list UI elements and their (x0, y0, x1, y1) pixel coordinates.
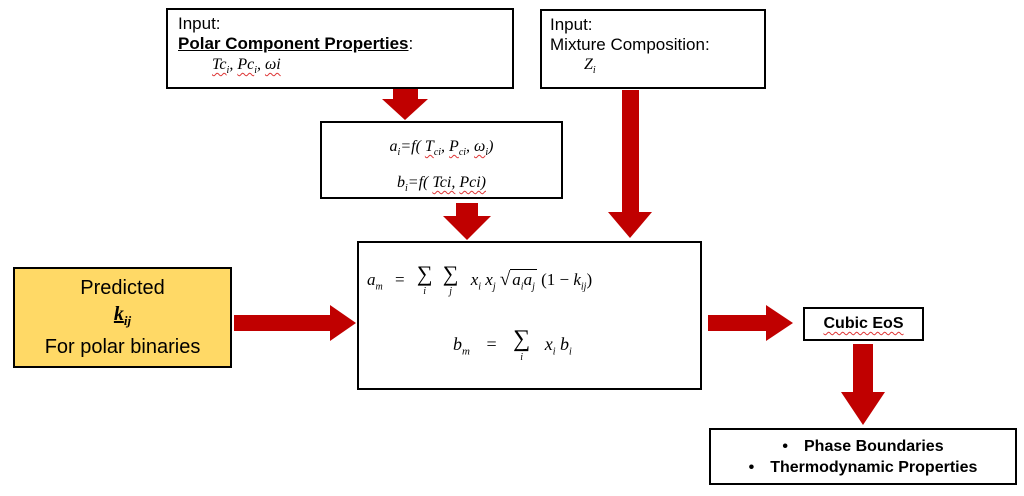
polar-binaries-label: For polar binaries (44, 336, 201, 358)
arrow-mixing-to-eos (708, 305, 793, 341)
cubic-eos-label: Cubic EoS (823, 315, 904, 332)
kij-symbol: kij (113, 303, 132, 328)
arrow-polar-to-params (382, 88, 428, 120)
params-box: ai=f( Tci, Pci, ωi) bi=f( Tci, Pci) (320, 121, 563, 199)
cubic-eos-box: Cubic EoS (803, 307, 924, 341)
a-param-equation: ai=f( Tci, Pci, ωi) (389, 138, 494, 159)
mixing-rules-box: am = ∑ i ∑ j xi xj √aiaj (1 − kij) bm = … (357, 241, 702, 390)
arrow-params-to-mixing (443, 203, 491, 240)
outputs-list: Phase Boundaries Thermodynamic Propertie… (711, 436, 1015, 478)
b-param-equation: bi=f( Tci, Pci) (397, 174, 486, 195)
input-mixture-title: Mixture Composition: (550, 35, 710, 54)
predicted-kij-box: Predicted kij For polar binaries (13, 267, 232, 368)
input-polar-label: Input: (178, 14, 221, 33)
am-equation: am = ∑ i ∑ j xi xj √aiaj (1 − kij) (367, 261, 593, 298)
input-mixture-box: Input: Mixture Composition: Zi (540, 9, 766, 89)
input-polar-title: Polar Component Properties: (178, 34, 414, 53)
arrow-eos-to-outputs (841, 344, 885, 425)
arrow-mixture-to-mixing (608, 90, 652, 238)
input-mixture-label: Input: (550, 15, 593, 34)
outputs-box: Phase Boundaries Thermodynamic Propertie… (709, 428, 1017, 485)
input-polar-box: Input: Polar Component Properties: Tci, … (166, 8, 514, 89)
output-phase-boundaries: Phase Boundaries (711, 436, 1015, 457)
input-mixture-var: Zi (584, 56, 596, 77)
bm-equation: bm = ∑ i xi bi (453, 326, 572, 363)
predicted-label: Predicted (80, 277, 165, 299)
input-polar-vars: Tci, Pci, ωi (212, 56, 281, 77)
output-thermo-properties: Thermodynamic Properties (711, 457, 1015, 478)
arrow-predicted-to-mixing (234, 305, 356, 341)
